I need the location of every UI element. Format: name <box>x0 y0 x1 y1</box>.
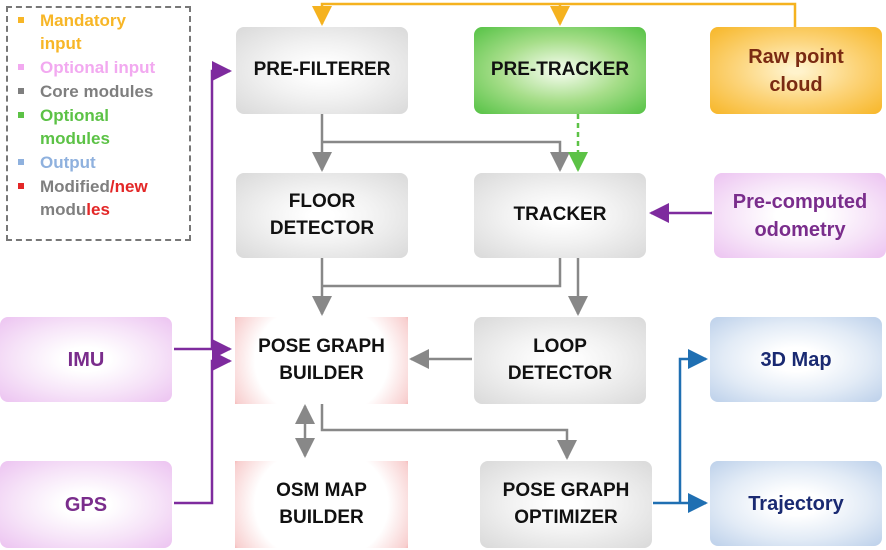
node-trajectory: Trajectory <box>710 461 882 546</box>
arrow-gps-to-pgb <box>174 351 232 505</box>
legend-item: Optional modules <box>18 105 183 151</box>
legend-label: Mandatory input <box>40 11 126 53</box>
arrow-tracker-to-pgb <box>322 258 562 288</box>
node-pose-graph-optimizer: POSE GRAPH OPTIMIZER <box>480 461 652 548</box>
arrow-to-prefilterer <box>210 61 232 349</box>
legend-swatch <box>18 158 24 165</box>
legend-label-part: modu <box>40 199 87 219</box>
legend-item: Optional input <box>18 57 183 80</box>
node-raw-point-cloud: Raw point cloud <box>710 27 882 114</box>
node-tracker: TRACKER <box>474 173 646 258</box>
legend-item-modified: Modified/new modules <box>18 176 183 222</box>
legend-swatch <box>18 182 24 189</box>
node-floor-detector: FLOOR DETECTOR <box>236 173 408 258</box>
legend-label-part: Modified <box>40 176 110 196</box>
legend-label: Optional modules <box>40 105 110 148</box>
legend-label-modified: Modified/new modules <box>40 176 148 222</box>
legend-label-part: les <box>86 199 110 219</box>
legend-label: Output <box>40 152 96 172</box>
node-loop-detector: LOOP DETECTOR <box>474 317 646 404</box>
node-pre-filterer: PRE-FILTERER <box>236 27 408 114</box>
node-pose-graph-builder: POSE GRAPH BUILDER <box>235 317 408 404</box>
node-osm-map-builder: OSM MAP BUILDER <box>235 461 408 548</box>
legend-swatch <box>18 87 24 94</box>
node-imu: IMU <box>0 317 172 402</box>
legend-item: Core modules <box>18 81 183 104</box>
arrow-pgb-to-pgo <box>320 404 577 460</box>
node-pre-tracker: PRE-TRACKER <box>474 27 646 114</box>
legend-label: Optional input <box>40 57 156 77</box>
node-pre-computed-odometry: Pre-computed odometry <box>714 173 886 258</box>
legend-swatch <box>18 17 24 23</box>
node-gps: GPS <box>0 461 172 548</box>
node-3d-map: 3D Map <box>710 317 882 402</box>
legend-swatch <box>18 111 24 118</box>
legend-label: Core modules <box>40 81 154 101</box>
legend-item: Mandatory input <box>18 10 183 56</box>
legend-label-part: /new <box>109 176 148 196</box>
arrow-pgo-to-3dmap <box>678 349 708 503</box>
arrow-raw-to-prefilterer <box>312 2 797 27</box>
legend-swatch <box>18 63 24 70</box>
legend-item: Output <box>18 152 183 175</box>
arrow-prefilterer-to-tracker <box>322 140 570 172</box>
